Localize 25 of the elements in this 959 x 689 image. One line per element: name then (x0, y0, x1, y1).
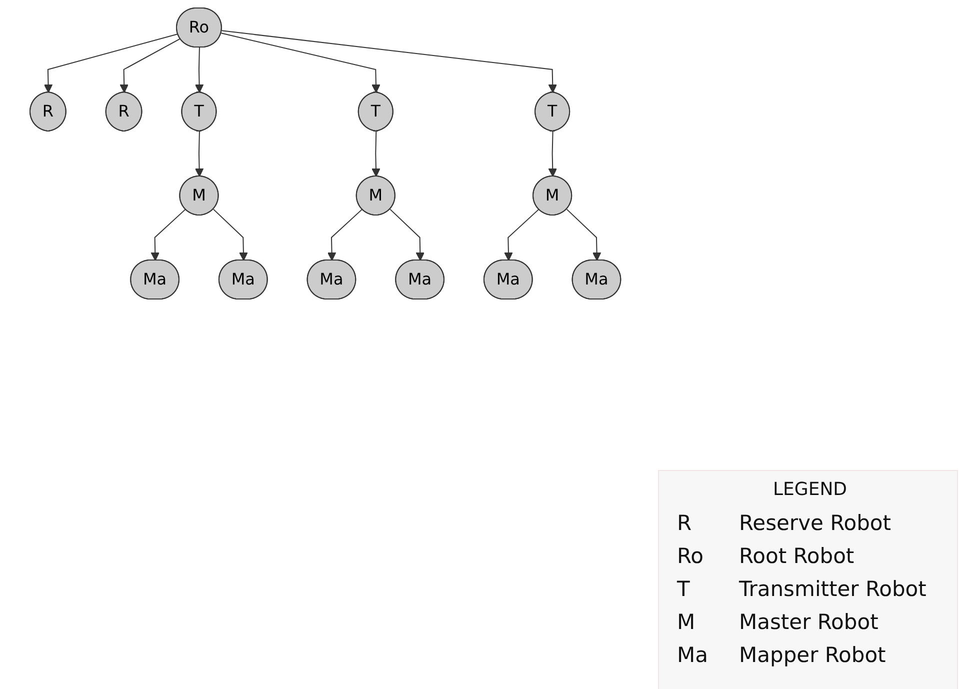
arrow (150, 208, 186, 261)
arrow (371, 131, 380, 177)
legend-symbol: T (677, 576, 691, 600)
arrow (44, 33, 178, 93)
arrow (212, 208, 248, 261)
legend-symbol: R (677, 510, 693, 534)
arrow (119, 38, 180, 93)
arrow (220, 32, 380, 93)
arrow (220, 30, 557, 93)
legend-text: Transmitter Robot (739, 576, 926, 600)
legend-symbol: Ma (677, 642, 709, 666)
legend-title: LEGEND (772, 479, 848, 500)
legend-symbol: M (677, 610, 696, 634)
legend-text: Reserve Robot (739, 510, 891, 534)
legend-text: Master Robot (739, 610, 878, 634)
legend-text: Mapper Robot (739, 642, 886, 666)
arrow (548, 131, 557, 177)
arrow (194, 47, 204, 93)
arrow (504, 208, 539, 261)
legend-text: Root Robot (739, 544, 854, 568)
arrow (194, 131, 204, 177)
legend-symbol: Ro (677, 544, 704, 568)
arrow (327, 208, 362, 261)
arrow (566, 208, 601, 261)
arrow (389, 208, 424, 261)
